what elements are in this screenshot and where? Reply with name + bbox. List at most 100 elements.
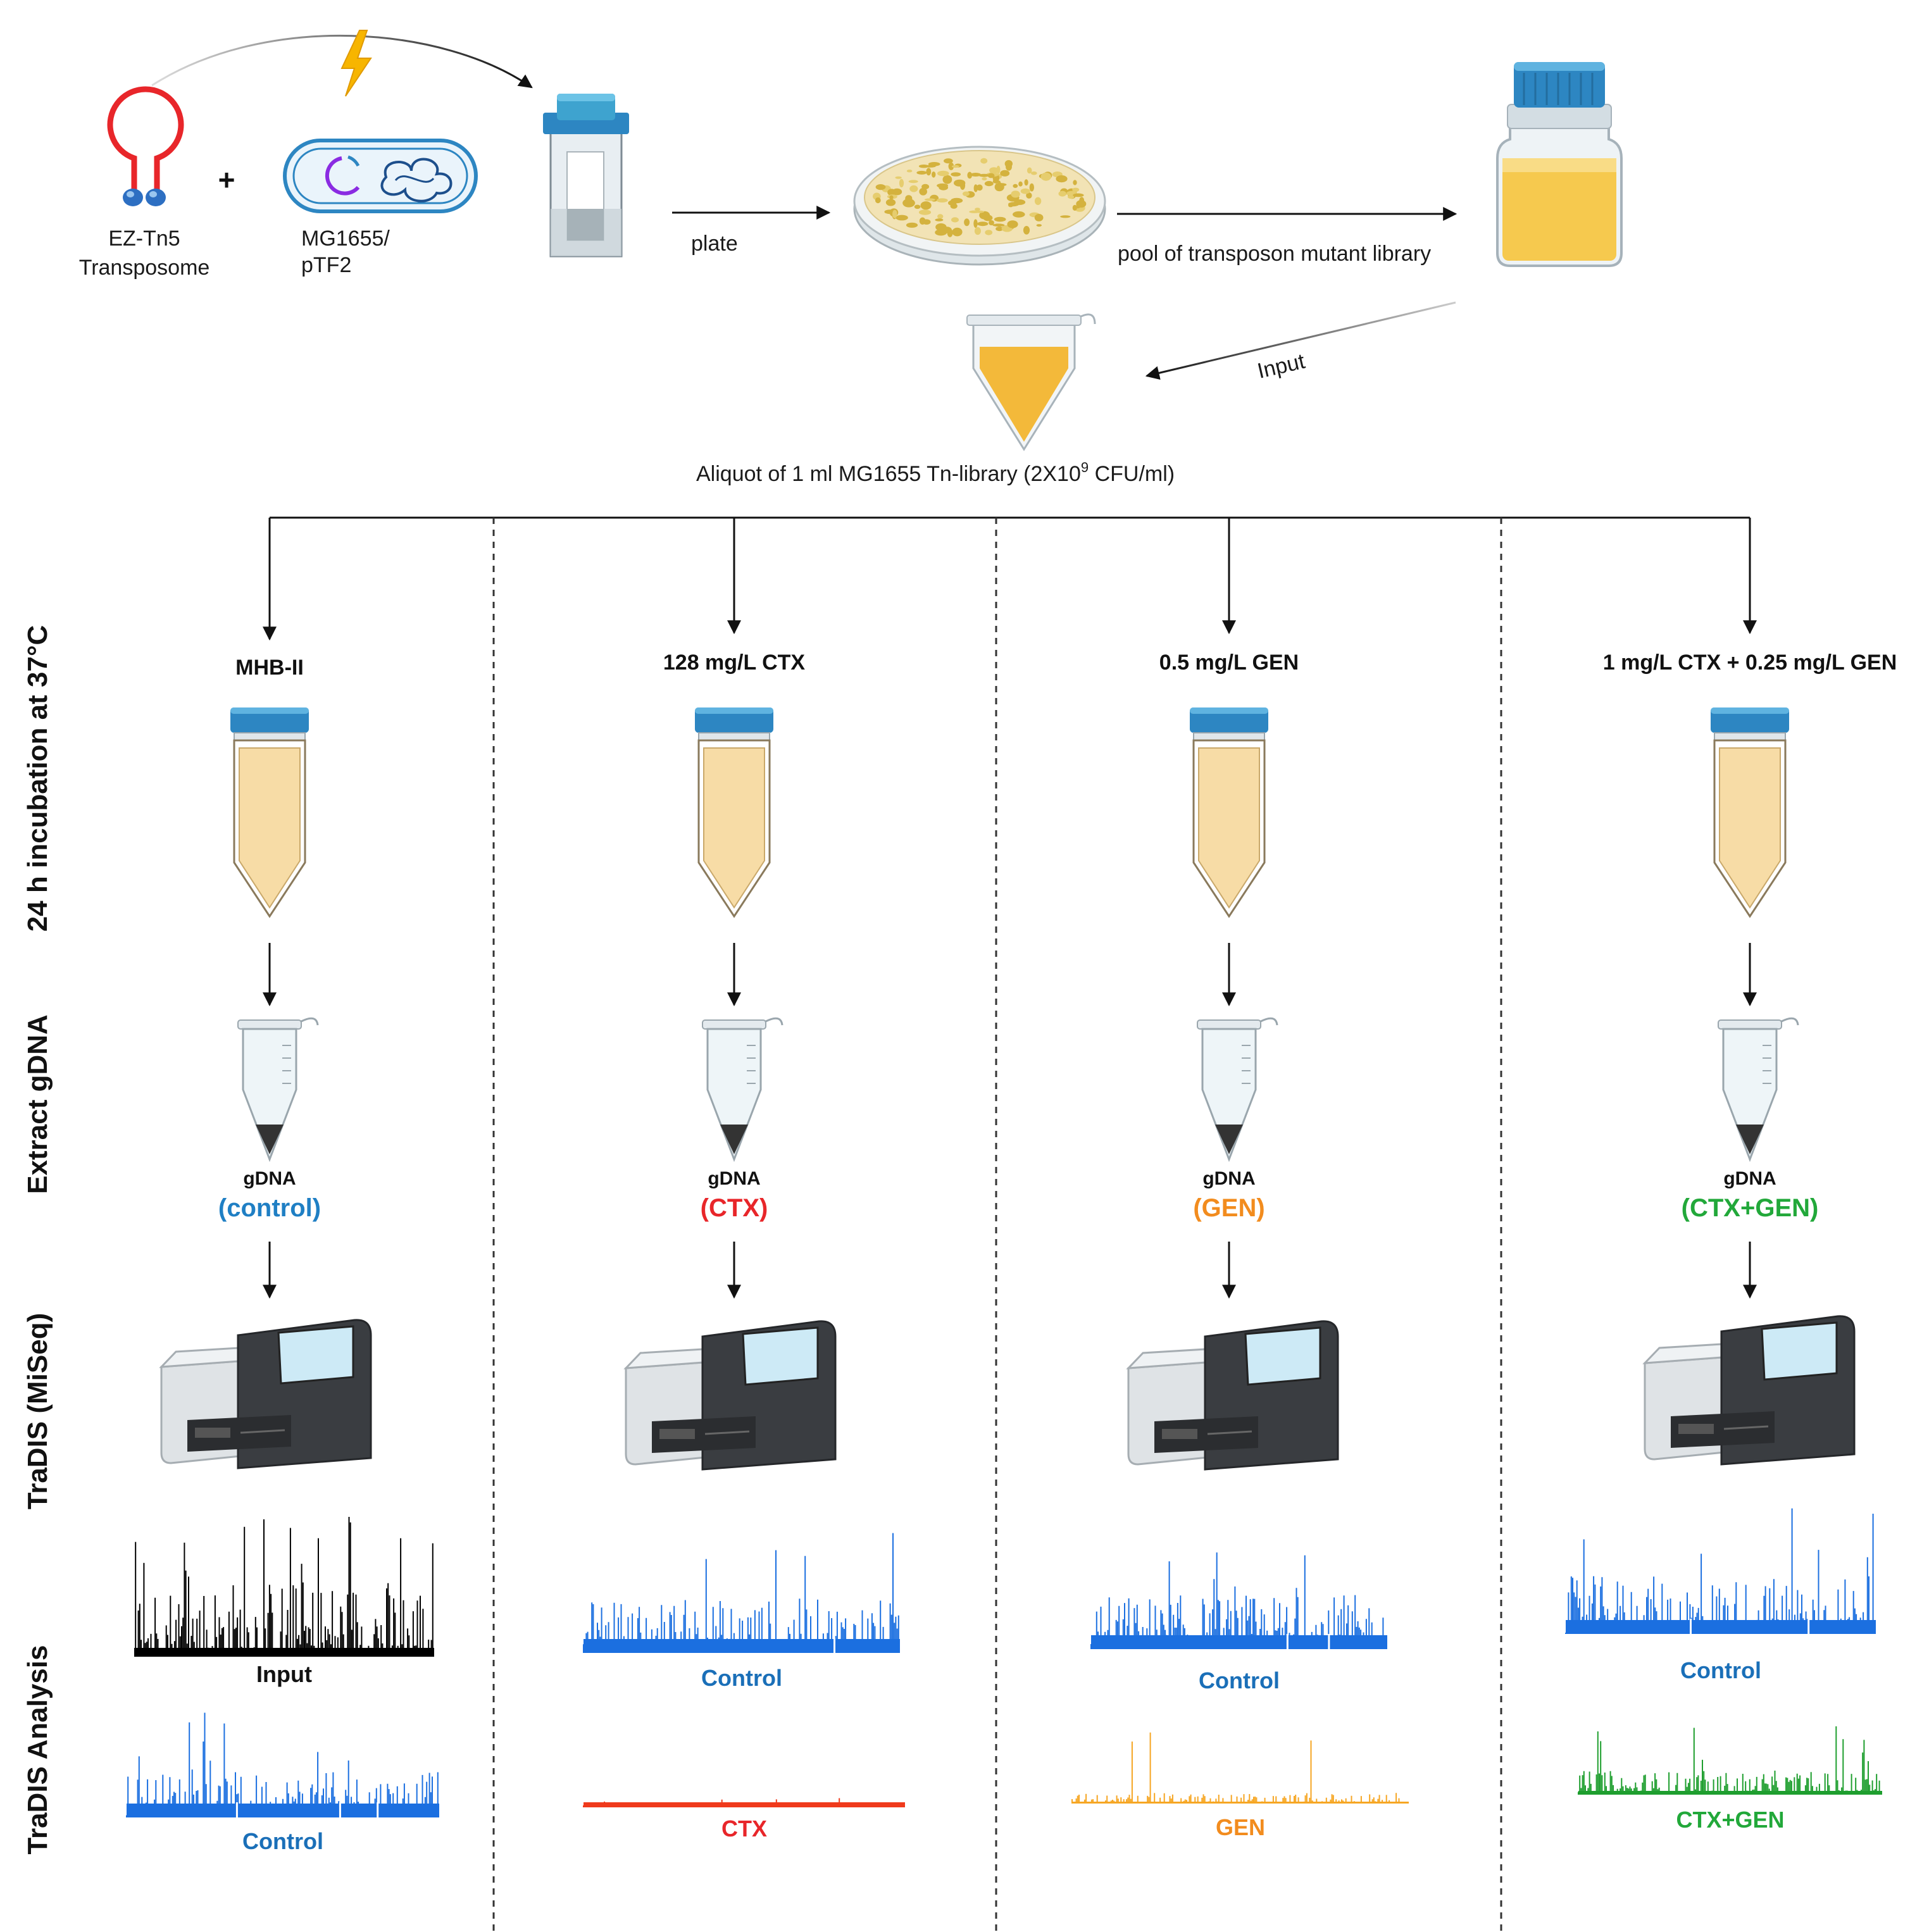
- colony: [1034, 214, 1044, 221]
- colony: [948, 162, 954, 170]
- colony: [1060, 215, 1071, 218]
- condition-label: 0.5 mg/L GEN: [1159, 651, 1299, 675]
- gdna-label: gDNA: [1723, 1168, 1776, 1189]
- colony: [980, 158, 988, 164]
- aliquot-tube-icon: [966, 313, 1096, 451]
- sequencer-icon: [623, 1320, 837, 1471]
- sequencer-icon: [1126, 1320, 1339, 1471]
- colony: [875, 197, 881, 204]
- microtube-icon: [237, 1017, 319, 1162]
- colony: [899, 178, 904, 188]
- aliquot-label: Aliquot of 1 ml MG1655 Tn-library (2X109…: [696, 459, 1175, 486]
- colony: [1040, 172, 1052, 181]
- colony: [935, 218, 944, 221]
- transposome-label-1: EZ-Tn5: [108, 227, 180, 251]
- colony: [1029, 183, 1035, 192]
- colony: [987, 173, 995, 178]
- colony: [1004, 160, 1013, 168]
- colony: [976, 184, 983, 191]
- colony: [875, 184, 886, 190]
- colony: [906, 222, 918, 228]
- colony: [996, 227, 1004, 232]
- colony: [936, 198, 948, 203]
- colony: [1013, 184, 1018, 188]
- tradis-trace-2: [1578, 1726, 1882, 1795]
- strain-label-1: MG1655/: [301, 227, 390, 251]
- colony: [994, 182, 1004, 192]
- colony: [992, 223, 1005, 227]
- colony: [952, 227, 963, 237]
- microtube-icon: [702, 1017, 783, 1162]
- colony: [1058, 190, 1066, 197]
- colony: [974, 227, 981, 235]
- sample-label: (GEN): [1193, 1194, 1264, 1222]
- tradis-trace-2: [583, 1798, 905, 1807]
- tradis-trace-2: [1071, 1732, 1409, 1804]
- colony: [951, 165, 959, 168]
- trace-label-2: CTX: [721, 1816, 767, 1842]
- colony: [1036, 224, 1042, 227]
- condition-label: MHB-II: [235, 656, 304, 680]
- tradis-trace-1: [1090, 1552, 1387, 1649]
- trace-label-1: Control: [1199, 1667, 1280, 1693]
- colony: [918, 165, 929, 168]
- colony: [951, 217, 959, 223]
- cuvette-icon: [543, 94, 629, 258]
- trace-label-1: Input: [256, 1661, 312, 1687]
- colony: [919, 217, 926, 225]
- colony: [1008, 202, 1019, 207]
- condition-column-4: 1 mg/L CTX + 0.25 mg/L GENgDNA(CTX+GEN)C…: [1565, 651, 1897, 1833]
- plus-sign: +: [218, 163, 235, 196]
- colony: [1024, 179, 1028, 186]
- colony: [1031, 171, 1037, 175]
- colony: [973, 219, 978, 228]
- colony: [937, 170, 949, 177]
- bottle-icon: [1496, 62, 1623, 267]
- trace-label-1: Control: [1680, 1657, 1761, 1683]
- colony: [906, 170, 913, 173]
- colony: [985, 230, 993, 235]
- colony: [916, 170, 927, 175]
- trace-label-2: Control: [242, 1828, 323, 1854]
- colony: [996, 165, 1001, 174]
- sample-label: (control): [218, 1194, 321, 1222]
- colony: [989, 167, 999, 173]
- input-label: Input: [1255, 349, 1308, 383]
- transposome-label-2: Transposome: [79, 256, 210, 280]
- side-label-extract: Extract gDNA: [22, 1014, 53, 1194]
- colony: [892, 209, 897, 218]
- colony: [1056, 175, 1068, 183]
- colony: [942, 175, 952, 184]
- colony: [937, 214, 944, 219]
- colony: [992, 179, 997, 184]
- sample-label: (CTX): [701, 1194, 768, 1222]
- colony: [1000, 170, 1010, 177]
- colony: [989, 220, 994, 225]
- colony: [1026, 192, 1032, 199]
- tradis-trace-1: [1565, 1508, 1876, 1634]
- colony: [1072, 187, 1080, 192]
- colony: [978, 173, 990, 177]
- colony: [1020, 188, 1030, 194]
- tube-icon: [1190, 707, 1268, 918]
- colony: [896, 215, 908, 221]
- colony: [1007, 220, 1018, 228]
- colony: [1076, 200, 1087, 208]
- colony: [1073, 193, 1084, 197]
- colony: [962, 191, 970, 196]
- colony: [951, 172, 961, 177]
- colony: [959, 181, 966, 190]
- colony: [1011, 190, 1020, 198]
- colony: [1073, 180, 1077, 185]
- microtube-icon: [1718, 1017, 1799, 1162]
- colony: [975, 208, 980, 211]
- colony: [970, 173, 982, 177]
- colony: [1023, 226, 1030, 235]
- gdna-label: gDNA: [243, 1168, 296, 1189]
- petri-dish-icon: [853, 146, 1106, 266]
- colony: [928, 161, 940, 166]
- colony: [902, 199, 915, 208]
